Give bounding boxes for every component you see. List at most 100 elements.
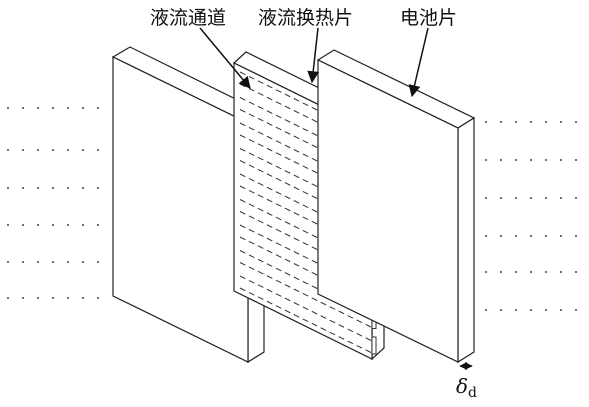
background-dot: [52, 107, 54, 109]
background-dot: [515, 121, 517, 123]
background-dot: [530, 197, 532, 199]
thickness-label: δd: [456, 374, 477, 401]
background-dot: [545, 159, 547, 161]
background-dot: [575, 309, 577, 311]
background-dot: [485, 271, 487, 273]
background-dot: [530, 159, 532, 161]
background-dot: [52, 261, 54, 263]
background-dot: [97, 297, 99, 299]
background-dot: [515, 235, 517, 237]
background-dot: [530, 235, 532, 237]
background-dot: [52, 297, 54, 299]
leader-arrows: [199, 27, 429, 98]
background-dot: [97, 187, 99, 189]
arrow-channel: [199, 27, 251, 89]
dot-field-left: [7, 107, 99, 299]
background-dot: [67, 187, 69, 189]
background-dot: [500, 197, 502, 199]
background-dot: [545, 235, 547, 237]
channel-outlet: [371, 336, 377, 355]
background-dot: [22, 107, 24, 109]
background-dot: [575, 121, 577, 123]
battery-cell-plate: [316, 49, 476, 364]
background-dot: [82, 149, 84, 151]
background-dot: [515, 197, 517, 199]
background-dot: [22, 224, 24, 226]
background-dot: [545, 309, 547, 311]
background-dot: [560, 309, 562, 311]
background-dot: [545, 121, 547, 123]
background-dot: [500, 235, 502, 237]
arrow-cell: [408, 27, 429, 98]
background-dot: [515, 159, 517, 161]
background-dot: [67, 261, 69, 263]
background-dot: [37, 261, 39, 263]
background-dot: [7, 187, 9, 189]
background-dot: [485, 197, 487, 199]
background-dot: [530, 309, 532, 311]
background-dot: [22, 149, 24, 151]
channel-dash-line: [239, 287, 373, 354]
background-dot: [52, 187, 54, 189]
background-dot: [7, 297, 9, 299]
background-dot: [7, 107, 9, 109]
background-dot: [67, 149, 69, 151]
label-battery-cell: 电池片: [400, 7, 457, 29]
dot-field-right: [485, 121, 577, 311]
background-dot: [97, 224, 99, 226]
background-dot: [530, 271, 532, 273]
background-dot: [7, 149, 9, 151]
background-dot: [485, 159, 487, 161]
background-dot: [560, 197, 562, 199]
background-dot: [500, 159, 502, 161]
background-dot: [530, 121, 532, 123]
background-dot: [485, 235, 487, 237]
background-dot: [82, 297, 84, 299]
arrow-plate: [307, 27, 320, 84]
background-dot: [545, 197, 547, 199]
background-dot: [515, 271, 517, 273]
channel-dash-line: [239, 275, 373, 342]
background-dot: [37, 107, 39, 109]
background-dot: [560, 121, 562, 123]
background-dot: [82, 107, 84, 109]
background-dot: [7, 224, 9, 226]
background-dot: [52, 149, 54, 151]
background-dot: [37, 297, 39, 299]
background-dot: [560, 235, 562, 237]
background-dot: [67, 107, 69, 109]
background-dot: [97, 149, 99, 151]
background-dot: [560, 271, 562, 273]
background-dot: [515, 309, 517, 311]
background-dot: [485, 121, 487, 123]
background-dot: [560, 159, 562, 161]
background-dot: [82, 187, 84, 189]
label-liquid-heat-plate: 液流换热片: [258, 7, 353, 29]
background-dot: [22, 261, 24, 263]
background-dot: [97, 261, 99, 263]
background-dot: [37, 149, 39, 151]
background-dot: [97, 107, 99, 109]
label-liquid-channel: 液流通道: [150, 7, 226, 29]
background-dot: [575, 271, 577, 273]
background-dot: [500, 271, 502, 273]
background-dot: [575, 197, 577, 199]
background-dot: [545, 271, 547, 273]
background-dot: [7, 261, 9, 263]
background-dot: [500, 309, 502, 311]
background-dot: [485, 309, 487, 311]
background-dot: [37, 187, 39, 189]
background-dot: [575, 159, 577, 161]
background-dot: [575, 235, 577, 237]
background-dot: [37, 224, 39, 226]
background-dot: [52, 224, 54, 226]
background-dot: [22, 297, 24, 299]
channel-dash-line: [239, 262, 373, 328]
background-dot: [500, 121, 502, 123]
background-dot: [82, 261, 84, 263]
background-dot: [67, 297, 69, 299]
background-dot: [22, 187, 24, 189]
background-dot: [67, 224, 69, 226]
background-dot: [82, 224, 84, 226]
